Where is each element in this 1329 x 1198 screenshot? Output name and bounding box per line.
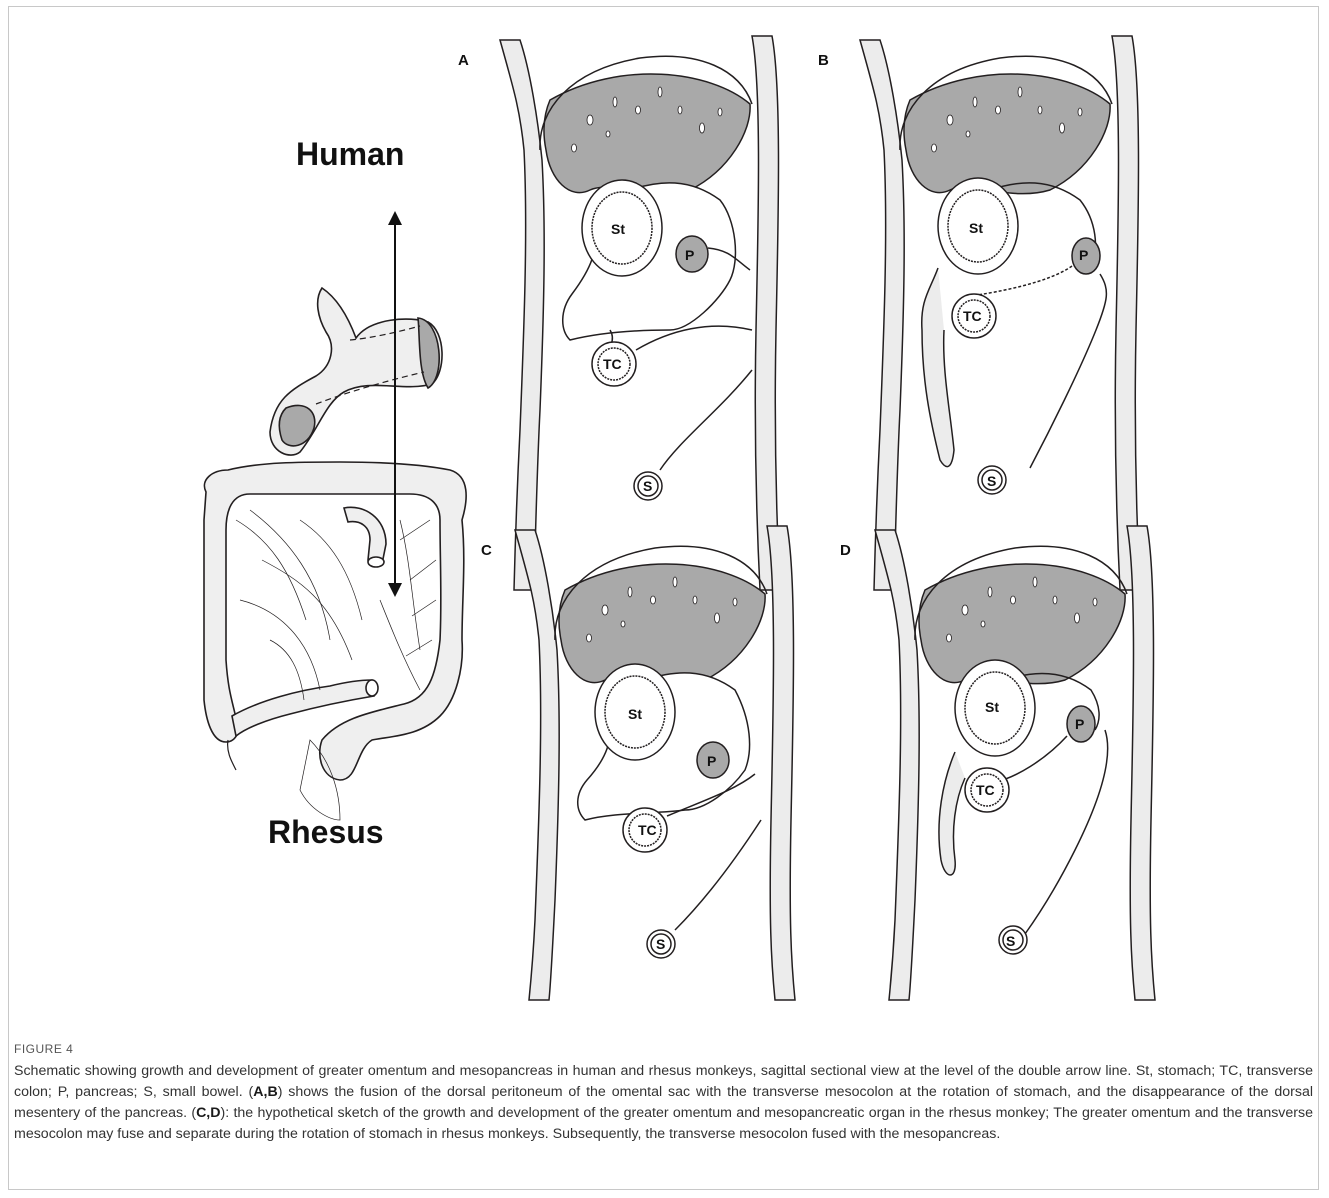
panel-a-anterior-wall	[500, 40, 544, 590]
panel-a-posterior-wall	[752, 36, 780, 590]
panel-b-s-label: S	[987, 473, 996, 489]
panel-a-p-label: P	[685, 247, 694, 263]
panel-b	[860, 36, 1140, 590]
panel-c-s-label: S	[656, 936, 665, 952]
panel-a-liver	[544, 74, 750, 194]
figure-illustration: Human Rhesus A B C D	[0, 0, 1329, 1010]
panel-d-tc-label: TC	[976, 782, 995, 798]
panel-d	[875, 526, 1155, 1000]
panel-b-liver	[904, 74, 1110, 194]
panel-c-liver	[559, 564, 765, 684]
panel-b-p-label: P	[1079, 247, 1088, 263]
panel-a-tc-label: TC	[603, 356, 622, 372]
panel-c-st-label: St	[628, 706, 642, 722]
panel-d-p-label: P	[1075, 716, 1084, 732]
figure-caption: Schematic showing growth and development…	[14, 1061, 1313, 1145]
intestine-illustration	[204, 288, 466, 820]
colon-drawing	[204, 462, 466, 780]
panel-d-liver	[919, 564, 1125, 684]
panel-b-st-label: St	[969, 220, 983, 236]
panel-d-st-label: St	[985, 699, 999, 715]
panel-c-p-label: P	[707, 753, 716, 769]
figure-number: FIGURE 4	[14, 1042, 73, 1056]
caption-ref-ab: A,B	[253, 1084, 277, 1100]
figure-svg: St P TC S	[0, 0, 1329, 1010]
panel-a-s-label: S	[643, 478, 652, 494]
panel-a-st-label: St	[611, 221, 625, 237]
panel-c-tc-label: TC	[638, 822, 657, 838]
panel-b-tc-label: TC	[963, 308, 982, 324]
panel-d-s-label: S	[1006, 933, 1015, 949]
panel-c	[515, 526, 795, 1000]
caption-ref-cd: C,D	[196, 1105, 220, 1121]
panel-a	[500, 36, 780, 590]
small-bowel-drawing	[344, 507, 386, 564]
